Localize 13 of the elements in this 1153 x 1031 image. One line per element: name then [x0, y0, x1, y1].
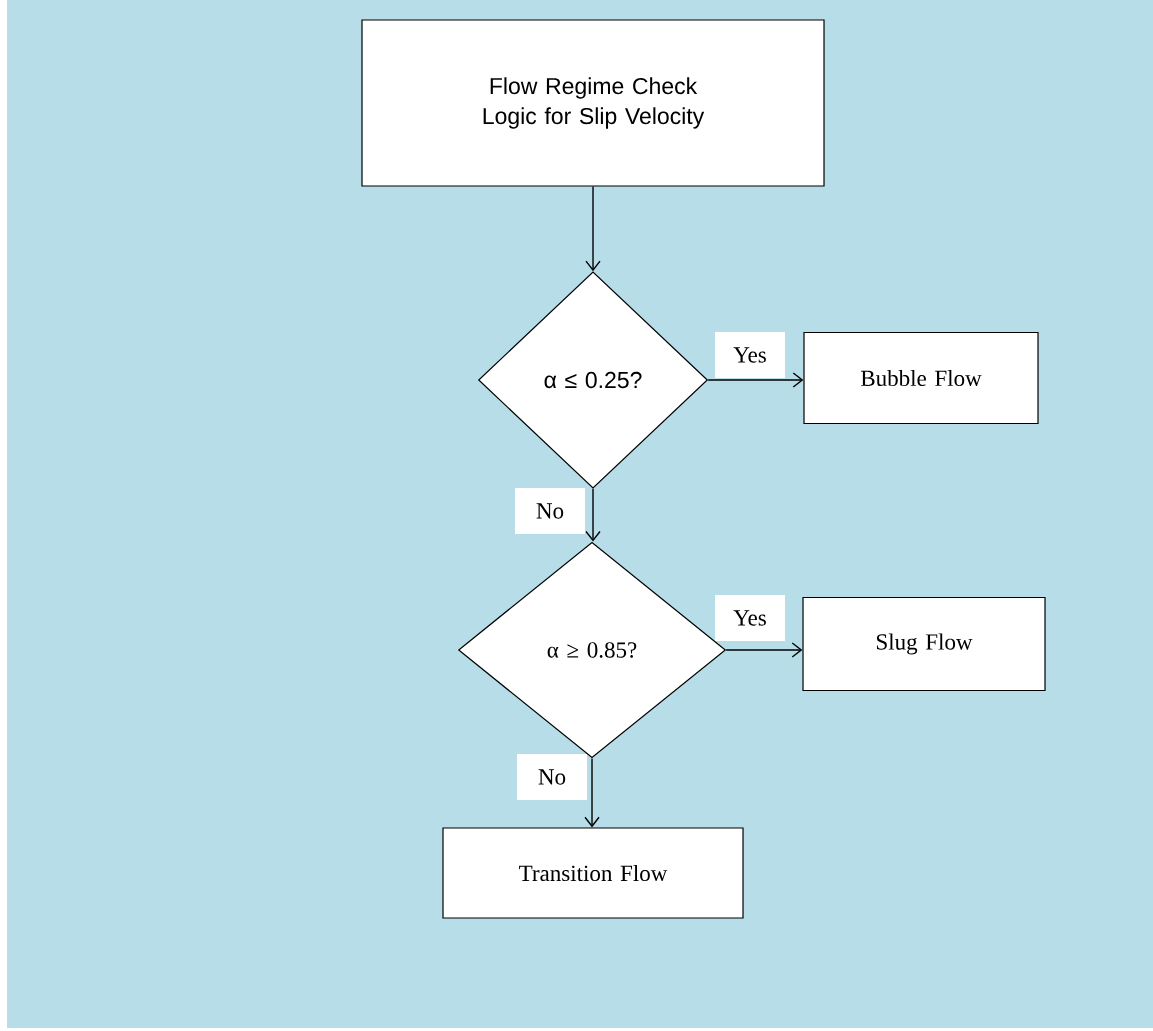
edge-label: No: [515, 488, 585, 534]
edge-label: Yes: [715, 595, 785, 641]
process-box: Slug Flow: [802, 596, 1046, 692]
arrow: [707, 372, 804, 388]
arrow: [725, 642, 803, 658]
arrow: [585, 488, 601, 542]
arrow: [585, 185, 601, 272]
process-box: Transition Flow: [442, 827, 744, 919]
arrow: [584, 757, 600, 828]
edge-label: Yes: [715, 332, 785, 378]
process-box: Flow Regime Check Logic for Slip Velocity: [361, 19, 825, 187]
process-box: Bubble Flow: [803, 331, 1039, 425]
edge-label: No: [517, 754, 587, 800]
